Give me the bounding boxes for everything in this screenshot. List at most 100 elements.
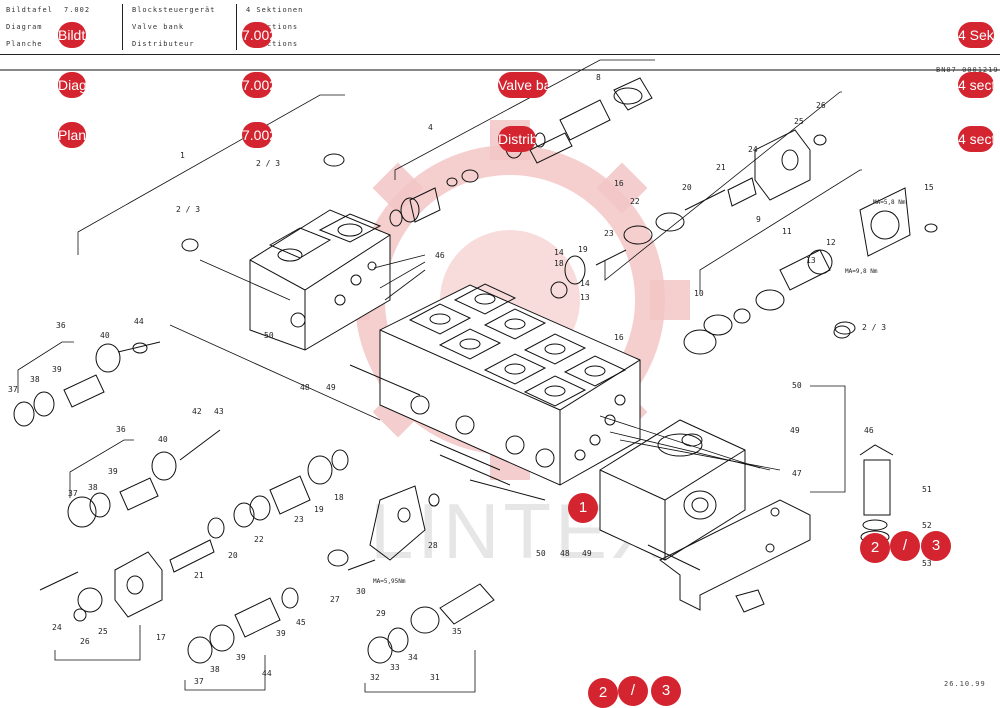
overlay-tag-sektionen[interactable]: 4 Sektionen <box>958 22 994 48</box>
hotspot-3[interactable]: 3 <box>921 531 951 561</box>
overlay-tag-sections-2[interactable]: 4 sections <box>958 126 994 152</box>
callout-65: 50 <box>792 381 802 390</box>
callout-28: 40 <box>100 331 110 340</box>
callout-15: 21 <box>716 163 726 172</box>
header-label-bildtafel: Bildtafel <box>6 6 53 14</box>
callout-67: 46 <box>864 426 874 435</box>
header-sections-de: 4 Sektionen <box>246 6 304 14</box>
callout-2: 2 / 3 <box>176 205 200 214</box>
callout-37: 37 <box>68 489 78 498</box>
hotspot-3-bottom[interactable]: 3 <box>651 676 681 706</box>
callout-27: 36 <box>56 321 66 330</box>
callout-48: 25 <box>98 627 108 636</box>
inlet-section-body <box>249 209 391 351</box>
overlay-tag-number-3[interactable]: 7.002 <box>242 122 272 148</box>
hotspot-slash[interactable]: / <box>890 531 920 561</box>
drawing-date: 26.10.99 <box>944 680 986 688</box>
overlay-tag-sections-1[interactable]: 4 sections <box>958 72 994 98</box>
overlay-tag-distributeur[interactable]: Distributeur <box>498 126 536 152</box>
header-sections-en: 4 sections <box>246 23 299 31</box>
callout-64: 31 <box>430 673 440 682</box>
callout-18: 19 <box>578 245 588 254</box>
overlay-tag-diagram[interactable]: Diagram <box>58 72 86 98</box>
left-spool-parts <box>13 153 894 664</box>
callout-13: 16 <box>614 179 624 188</box>
callout-52: 29 <box>376 609 386 618</box>
callout-56: 45 <box>296 618 306 627</box>
callout-26: 10 <box>694 289 704 298</box>
callout-60: 32 <box>370 673 380 682</box>
callout-5: 46 <box>435 251 445 260</box>
callout-17: 18 <box>554 259 564 268</box>
overlay-tag-number-1[interactable]: 7.002 <box>242 22 272 48</box>
leader-lines <box>17 59 862 693</box>
callout-29: 44 <box>134 317 144 326</box>
title-block: Bildtafel 7.002 Diagram Planche Blockste… <box>0 0 1000 55</box>
overlay-tag-bildtafel[interactable]: Bildtafel <box>58 22 86 48</box>
callout-70: 52 <box>922 521 932 530</box>
header-title-en: Valve bank <box>132 23 185 31</box>
callout-46: 17 <box>156 633 166 642</box>
callout-44: 20 <box>228 551 238 560</box>
callout-7: 48 <box>300 383 310 392</box>
callout-25: 14 <box>580 279 590 288</box>
callout-0: 1 <box>180 151 185 160</box>
header-sections-fr: 4 sections <box>246 40 299 48</box>
callout-30: 37 <box>8 385 18 394</box>
callout-19: 23 <box>604 229 614 238</box>
callout-21: 9 <box>756 215 761 224</box>
callout-4: 4 <box>428 123 433 132</box>
callout-45: 21 <box>194 571 204 580</box>
callout-41: 19 <box>314 505 324 514</box>
callout-1: 2 / 3 <box>256 159 280 168</box>
callout-24: 13 <box>806 256 816 265</box>
callout-74: 49 <box>582 549 592 558</box>
callout-10: 26 <box>816 101 826 110</box>
callout-49: 26 <box>80 637 90 646</box>
callout-50: 27 <box>330 595 340 604</box>
hotspot-2-bottom[interactable]: 2 <box>588 678 618 708</box>
callout-23: 12 <box>826 238 836 247</box>
callout-11: 25 <box>794 117 804 126</box>
overlay-tag-valve-bank[interactable]: Valve bank <box>498 72 548 98</box>
callout-57: 37 <box>194 677 204 686</box>
callout-31: 38 <box>30 375 40 384</box>
callout-73: 48 <box>560 549 570 558</box>
callout-54: 44 <box>262 669 272 678</box>
callout-8: 49 <box>326 383 336 392</box>
callout-47: 24 <box>52 623 62 632</box>
callout-77: 16 <box>614 333 624 342</box>
hotspot-slash-bottom[interactable]: / <box>618 676 648 706</box>
callout-34: 43 <box>214 407 224 416</box>
overlay-tag-number-2[interactable]: 7.002 <box>242 72 272 98</box>
valve-sections-stack <box>349 283 641 501</box>
callout-6: 50 <box>264 331 274 340</box>
callout-51: 30 <box>356 587 366 596</box>
callout-42: 23 <box>294 515 304 524</box>
callout-58: 38 <box>210 665 220 674</box>
callout-59: 39 <box>236 653 246 662</box>
torque-label-2: MA=9,8 Nm <box>845 268 878 275</box>
callout-38: 38 <box>88 483 98 492</box>
callout-55: 39 <box>276 629 286 638</box>
callout-36: 40 <box>158 435 168 444</box>
hotspot-1[interactable]: 1 <box>568 493 598 523</box>
header-label-diagram: Diagram <box>6 23 43 31</box>
callout-32: 39 <box>52 365 62 374</box>
callout-14: 20 <box>682 183 692 192</box>
callout-3: 2 / 3 <box>862 323 886 332</box>
overlay-tag-planche[interactable]: Planche <box>58 122 86 148</box>
torque-label-1: MA=5,8 Nm <box>873 199 906 206</box>
torque-label-3: MA=5,95Nm <box>373 578 406 585</box>
header-label-planche: Planche <box>6 40 43 48</box>
callout-35: 36 <box>116 425 126 434</box>
callout-75: 14 <box>554 248 564 257</box>
hotspot-2[interactable]: 2 <box>860 533 890 563</box>
callout-39: 39 <box>108 467 118 476</box>
callout-76: 13 <box>580 293 590 302</box>
spool-assembly-top <box>389 77 938 355</box>
callout-72: 50 <box>536 549 546 558</box>
callout-22: 11 <box>782 227 792 236</box>
